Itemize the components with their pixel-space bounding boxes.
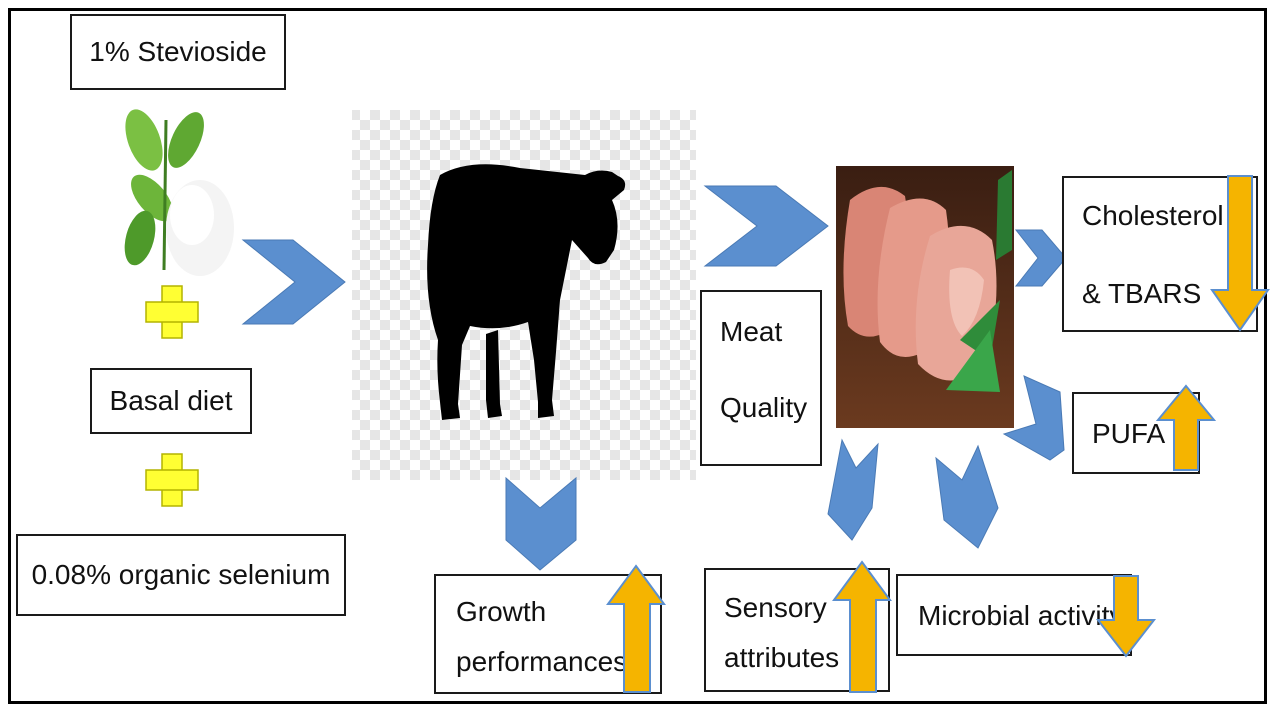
growth-line2: performances [456, 646, 628, 677]
microbial-label: Microbial activity [918, 600, 1124, 631]
cholesterol-box: Cholesterol & TBARS [1062, 176, 1258, 332]
diagram-frame [8, 8, 1267, 704]
cow-silhouette-icon [427, 164, 626, 420]
chevron-down-right-icon [1002, 375, 1065, 461]
basal-diet-box: Basal diet [90, 368, 252, 434]
cholesterol-line1: Cholesterol [1082, 200, 1224, 231]
arrow-up-icon [832, 560, 892, 693]
arrow-down-icon [1210, 175, 1270, 332]
meat-quality-line2: Quality [720, 392, 808, 423]
sensory-line1: Sensory [724, 592, 827, 623]
chevron-down-icon [935, 444, 999, 549]
stevia-leaf-icon [124, 109, 204, 271]
chevron-right-icon [241, 239, 346, 325]
cholesterol-line2: & TBARS [1082, 278, 1202, 309]
meat-quality-line1: Meat [720, 316, 783, 347]
selenium-label: 0.08% organic selenium [31, 559, 331, 590]
sensory-line2: attributes [724, 642, 840, 673]
chevron-right-icon [703, 185, 829, 267]
meat-image [836, 166, 1014, 428]
chevron-right-icon [1014, 229, 1067, 287]
basal-diet-label: Basal diet [109, 385, 233, 416]
chevron-down-icon [505, 476, 577, 571]
stevioside-powder-icon [166, 180, 234, 276]
selenium-box: 0.08% organic selenium [16, 534, 346, 616]
arrow-up-icon [1155, 384, 1217, 471]
stevioside-box: 1% Stevioside [70, 14, 286, 90]
pufa-label: PUFA [1092, 418, 1166, 449]
chevron-down-icon [827, 438, 879, 541]
growth-line1: Growth [456, 596, 547, 627]
plus-icon [145, 453, 199, 507]
stevioside-label: 1% Stevioside [89, 36, 267, 67]
arrow-down-icon [1095, 575, 1157, 658]
plus-icon [145, 285, 199, 339]
meat-quality-box: Meat Quality [700, 290, 822, 466]
arrow-up-icon [606, 564, 666, 693]
